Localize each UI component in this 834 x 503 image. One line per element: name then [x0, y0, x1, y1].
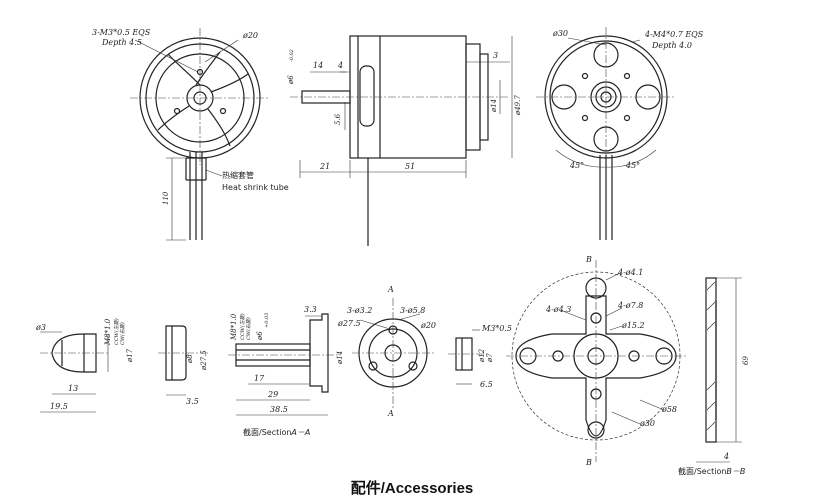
- collet-thread-label: M3*0.5: [481, 324, 512, 333]
- adapter-cw-label: CW(右旋): [245, 317, 252, 340]
- collet-6-5-label: 6.5: [480, 380, 493, 389]
- collet-d7-label: ø7: [486, 353, 494, 363]
- cross-mark-b-top: B: [585, 255, 592, 264]
- motor-side-view: [290, 35, 513, 246]
- prop-collet: [448, 329, 484, 385]
- rear-d30-label: ø30: [552, 29, 568, 38]
- section-b-b: [696, 277, 742, 463]
- side-d14-label: ø14: [490, 99, 498, 113]
- nut-d27-5-label: ø27.5: [200, 350, 208, 371]
- side-4-label: 4: [337, 61, 343, 70]
- adapter-29-label: 29: [267, 390, 278, 399]
- cross-mark-b-bottom: B: [585, 458, 592, 467]
- rear-angle-right: 45°: [625, 161, 640, 170]
- side-5-6-label: 5.6: [334, 113, 342, 125]
- cone-d3-label: ø3: [35, 323, 46, 332]
- cross-d30-label: ø30: [639, 419, 655, 428]
- cone-thread-label: M8*1.0: [104, 318, 112, 346]
- cross-mount: [506, 260, 686, 462]
- prop-adapter: [228, 313, 340, 416]
- hub-d20-label: ø20: [420, 321, 436, 330]
- hub-holes2-label: 3-ø5.8: [400, 306, 425, 315]
- nut-d8-label: ø8: [186, 354, 194, 364]
- cone-d17-label: ø17: [126, 348, 134, 363]
- adapter-3-3-label: 3.3: [304, 305, 317, 314]
- side-shaft-label: ø6: [287, 75, 295, 85]
- rear-holes-label: 4-M4*0.7 EQS: [644, 30, 704, 39]
- adapter-shaft-label: ø6: [256, 331, 264, 341]
- adapter-thread-label: M8*1.0: [230, 313, 238, 341]
- cone-13-label: 13: [68, 384, 78, 393]
- cone-19-5-label: 19.5: [50, 402, 68, 411]
- section-a-caption: 截面/SectionA－A: [243, 427, 310, 437]
- section-4-label: 4: [723, 452, 729, 461]
- nut-3-5-label: 3.5: [186, 397, 199, 406]
- adapter-tol-label: +0.03: [264, 313, 270, 328]
- cross-d15-2-label: ø15.2: [621, 321, 645, 330]
- prop-hub: [352, 298, 434, 410]
- adapter-17-label: 17: [254, 374, 265, 383]
- adapter-38-5-label: 38.5: [270, 405, 288, 414]
- hub-d27-5-label: ø27.5: [337, 319, 361, 328]
- cross-h2-label: 4-ø4.3: [545, 305, 571, 314]
- front-dia-label: ø20: [242, 31, 258, 40]
- side-tol-label: -0.02: [289, 49, 295, 62]
- motor-front-view: [130, 28, 270, 241]
- cone-cw-label: CW(右旋): [119, 322, 126, 345]
- cross-h3-label: 4-ø7.8: [617, 301, 643, 310]
- side-14-label: 14: [313, 61, 323, 70]
- side-d49-7-label: ø49.7: [514, 95, 522, 116]
- tube-en-label: Heat shrink tube: [222, 183, 289, 192]
- rear-angle-left: 45°: [569, 161, 584, 170]
- rear-depth-label: Depth 4.0: [651, 41, 692, 50]
- side-51-label: 51: [405, 162, 415, 171]
- cross-h1-label: 4-ø4.1: [617, 268, 643, 277]
- front-depth-label: Depth 4.5: [101, 38, 142, 47]
- tube-cn-label: 热缩套管: [222, 170, 254, 180]
- lead-length-label: 110: [162, 191, 170, 205]
- adapter-d14-label: ø14: [336, 351, 344, 365]
- collet-d12-label: ø12: [478, 348, 486, 363]
- motor-rear-view: [536, 27, 676, 240]
- side-21-label: 21: [319, 162, 330, 171]
- front-holes-label: 3-M3*0.5 EQS: [92, 28, 151, 37]
- prop-cone: [40, 331, 110, 413]
- hub-holes1-label: 3-ø3.2: [347, 306, 372, 315]
- section-69-label: 69: [742, 356, 750, 365]
- hub-mark-a-top: A: [387, 285, 394, 294]
- hub-mark-a-bottom: A: [387, 409, 394, 418]
- cross-d58-label: ø58: [661, 405, 677, 414]
- section-b-caption: 截面/SectionB－B: [678, 466, 745, 476]
- accessories-title: 配件/Accessories: [351, 479, 474, 497]
- side-3-label: 3: [493, 51, 498, 60]
- adapter-ccw-label: CCW(左旋): [239, 313, 246, 340]
- cone-ccw-label: CCW(左旋): [113, 318, 120, 345]
- prop-nut: [158, 325, 210, 396]
